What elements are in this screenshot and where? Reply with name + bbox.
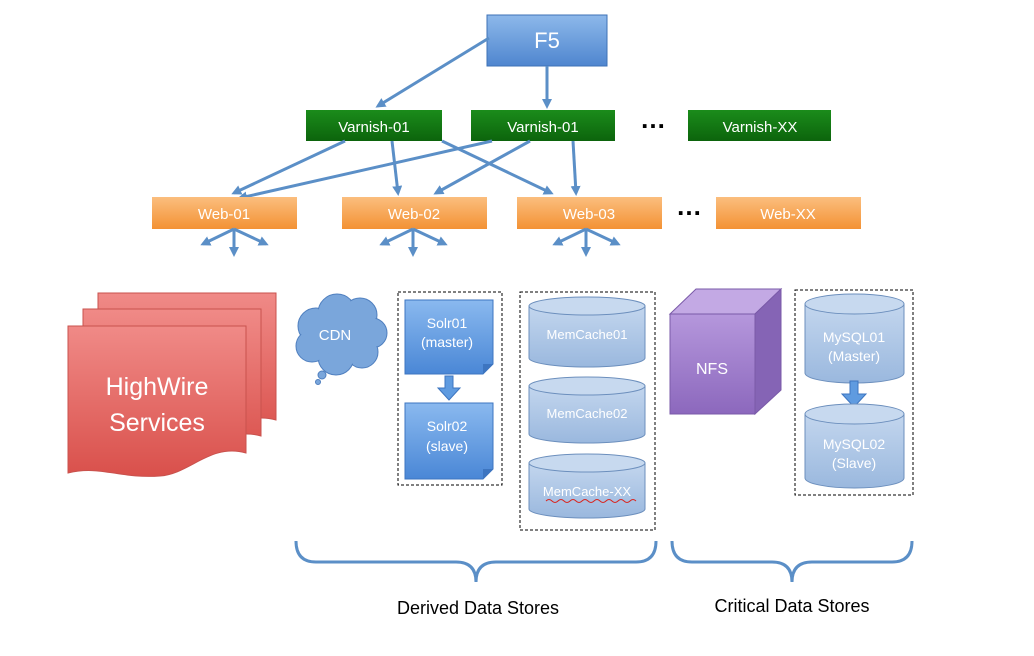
mysql-group: MySQL01 (Master) MySQL02 (Slave): [794, 289, 914, 496]
varnish-to-web-arrows: [231, 139, 581, 202]
highwire-services: HighWire Services: [67, 292, 277, 477]
critical-stores-caption: Critical Data Stores: [714, 596, 869, 616]
web-row: Web-01 Web-02 Web-03 … Web-XX: [152, 191, 861, 229]
solr-label-line2: (slave): [426, 438, 468, 454]
mysql-label-line1: MySQL02: [823, 436, 885, 452]
cdn-cloud: CDN: [295, 293, 388, 385]
varnish-label: Varnish-01: [507, 119, 578, 136]
web-label: Web-02: [388, 206, 440, 223]
arrow-v2-web3: [570, 140, 581, 196]
web-node: Web-03: [517, 197, 662, 229]
memcache-node: MemCache01: [528, 296, 646, 368]
f5-label: F5: [534, 28, 560, 53]
highwire-doc-front: [67, 325, 247, 477]
fanout-web-02: [379, 227, 448, 257]
arrow-v1-web2: [390, 140, 403, 196]
solr-group-border: [397, 291, 503, 486]
memcache-node: MemCache02: [528, 376, 646, 444]
web-label: Web-01: [198, 206, 250, 223]
web-fanout-arrows: [200, 227, 621, 257]
memcache-group: MemCache01 MemCache02 MemCache-XX: [519, 291, 656, 531]
varnish-row: Varnish-01 Varnish-01 … Varnish-XX: [306, 104, 831, 141]
critical-stores-brace: [670, 540, 914, 583]
fanout-web-01: [200, 227, 269, 257]
varnish-node: Varnish-01: [471, 110, 615, 141]
arrow-v2-web1: [237, 139, 493, 202]
f5-load-balancer: F5: [486, 14, 608, 67]
cdn-label: CDN: [319, 327, 352, 344]
varnish-label: Varnish-01: [338, 119, 409, 136]
mysql-label-line1: MySQL01: [823, 329, 885, 345]
web-node: Web-01: [152, 197, 297, 229]
nfs-cube-side: [754, 287, 782, 416]
varnish-node: Varnish-01: [306, 110, 442, 141]
memcache-group-border: [519, 291, 656, 531]
varnish-ellipsis: …: [640, 104, 666, 134]
highwire-label-line1: HighWire: [106, 373, 209, 401]
derived-stores-caption: Derived Data Stores: [397, 598, 559, 618]
spellcheck-underline: [545, 499, 637, 503]
memcache-label: MemCache02: [547, 406, 628, 421]
solr-label-line1: Solr01: [427, 315, 468, 331]
solr-node: Solr01 (master): [404, 299, 494, 375]
mysql-label-line2: (Slave): [832, 455, 876, 471]
web-node: Web-02: [342, 197, 487, 229]
derived-stores-brace: [294, 540, 658, 583]
mysql-label-line2: (Master): [828, 348, 880, 364]
mysql-replication-arrow: [840, 380, 868, 408]
web-label: Web-XX: [760, 206, 816, 223]
varnish-node: Varnish-XX: [688, 110, 831, 141]
nfs-storage: NFS: [668, 287, 783, 416]
solr-node: Solr02 (slave): [404, 402, 494, 480]
fanout-web-03: [552, 227, 621, 257]
memcache-label: MemCache01: [547, 327, 628, 342]
arrow-v1-web1: [231, 139, 346, 195]
web-ellipsis: …: [676, 191, 702, 221]
arrow-v2-web2: [433, 139, 531, 195]
solr-replication-arrow: [436, 375, 462, 401]
memcache-label: MemCache-XX: [543, 484, 631, 499]
varnish-label: Varnish-XX: [723, 119, 798, 136]
f5-to-varnish-arrows: [375, 36, 552, 109]
arrow-f5-varnish-01: [375, 36, 490, 108]
solr-group: Solr01 (master) Solr02 (slave): [397, 291, 503, 486]
nfs-label: NFS: [696, 361, 728, 378]
memcache-node: MemCache-XX: [528, 453, 646, 519]
highwire-label-line2: Services: [109, 409, 205, 437]
grouping-braces: [294, 540, 914, 583]
mysql-node: MySQL01 (Master): [804, 293, 905, 384]
mysql-node: MySQL02 (Slave): [804, 403, 905, 489]
solr-label-line1: Solr02: [427, 418, 468, 434]
mysql-group-border: [794, 289, 914, 496]
web-label: Web-03: [563, 206, 615, 223]
solr-label-line2: (master): [421, 334, 473, 350]
web-node: Web-XX: [716, 197, 861, 229]
